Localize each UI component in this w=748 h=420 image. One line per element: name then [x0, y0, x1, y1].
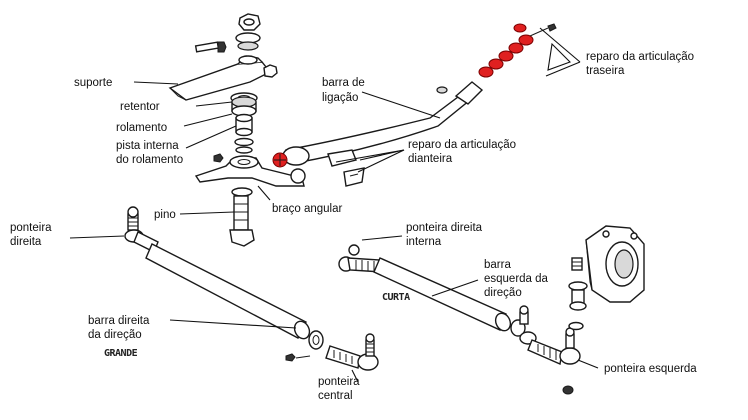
labels: suporte retentor rolamento pista interna…	[10, 51, 697, 402]
label-ponteira-direita-2: direita	[10, 236, 42, 248]
label-barra-ligacao-2: ligação	[322, 92, 358, 104]
label-ponteira-central-1: ponteira	[318, 376, 360, 388]
handwritten-annotation-left: GRANDE	[104, 348, 138, 359]
handwritten-annotation-right: CURTA	[382, 292, 410, 303]
rear-joint-kit	[478, 23, 557, 78]
left-outer-tie-rod-end	[527, 327, 581, 366]
support-bolt	[194, 41, 227, 53]
label-barra-direita-1: barra direita	[88, 315, 150, 327]
inner-race	[235, 113, 253, 137]
steering-knuckle	[585, 225, 645, 303]
label-barra-ligacao-1: barra de	[322, 77, 365, 89]
label-ponteira-central-2: central	[318, 390, 353, 402]
bearing	[231, 96, 257, 117]
pivot-pin	[229, 195, 255, 247]
right-tie-rod-tube	[145, 243, 307, 339]
leader-lines	[69, 27, 599, 383]
knuckle-bolt-stack	[568, 257, 588, 331]
label-reparo-traseira-1: reparo da articulação	[586, 51, 694, 63]
angular-arm	[194, 155, 306, 187]
support-bracket	[168, 55, 272, 101]
idler-arm-assembly	[168, 13, 306, 247]
washer-mid-2	[235, 146, 253, 154]
left-tie-rod-assembly	[338, 225, 645, 395]
bottom-nut	[562, 385, 574, 395]
center-tie-rod-end	[325, 333, 379, 371]
label-ponteira-direita-interna-1: ponteira direita	[406, 222, 483, 234]
label-retentor: retentor	[120, 101, 160, 113]
label-barra-esquerda-1: barra	[484, 259, 511, 271]
label-rolamento: rolamento	[116, 122, 167, 134]
label-braco-angular: braço angular	[272, 203, 342, 215]
support-nut	[263, 64, 278, 78]
label-suporte: suporte	[74, 77, 112, 89]
right-tie-rod-clamp	[308, 330, 324, 350]
label-barra-esquerda-2: esquerda da	[484, 273, 549, 285]
grease-fitting	[213, 153, 224, 163]
label-ponteira-direita-interna-2: interna	[406, 236, 442, 248]
front-joint	[272, 146, 310, 168]
label-barra-esquerda-3: direção	[484, 287, 522, 299]
label-ponteira-direita-1: ponteira	[10, 222, 52, 234]
clamp-bolt	[285, 353, 296, 362]
inner-right-tie-rod-end	[338, 244, 383, 273]
washer-mid-1	[234, 137, 254, 147]
label-reparo-dianteira-1: reparo da articulação	[408, 139, 516, 151]
rear-grease-fitting	[436, 86, 448, 94]
label-pista-1: pista interna	[116, 140, 179, 152]
label-ponteira-esquerda: ponteira esquerda	[604, 363, 697, 375]
label-pino: pino	[154, 209, 176, 221]
right-tie-rod-assembly	[124, 206, 379, 371]
washer-top-2	[237, 41, 259, 51]
connecting-bar	[272, 81, 484, 187]
top-nut	[238, 13, 261, 31]
front-joint-bracket	[327, 149, 365, 187]
label-reparo-traseira-2: traseira	[586, 65, 625, 77]
label-reparo-dianteira-2: dianteira	[408, 153, 453, 165]
label-barra-direita-2: da direção	[88, 329, 142, 341]
washer-lower	[231, 187, 253, 197]
label-pista-2: do rolamento	[116, 154, 183, 166]
